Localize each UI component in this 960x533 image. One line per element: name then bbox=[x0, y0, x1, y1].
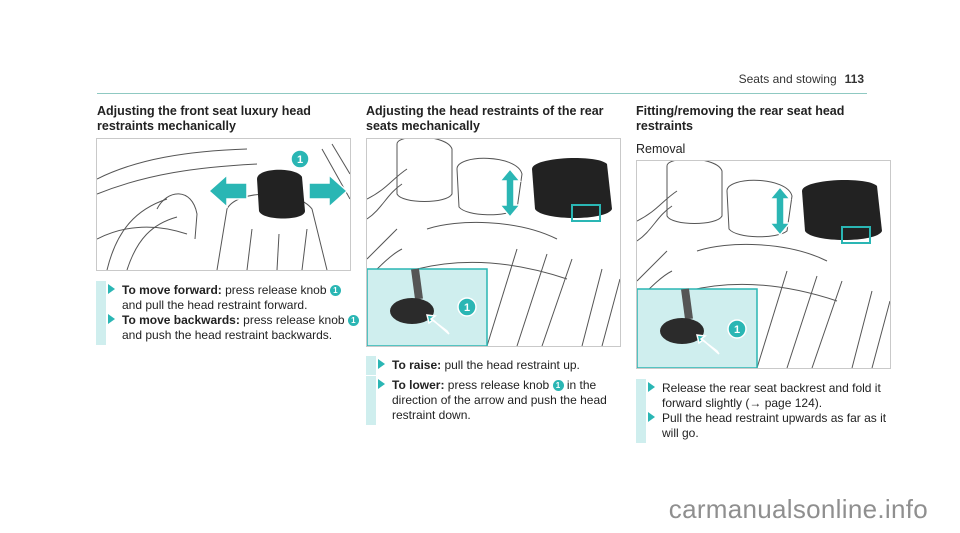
instruction-raise: To raise: pull the head restraint up. bbox=[366, 356, 642, 375]
arrow-forward bbox=[308, 173, 349, 209]
instruction-move-forward: To move forward: press release knob 1 an… bbox=[96, 281, 362, 315]
knob-number-badge: 1 bbox=[347, 315, 359, 326]
instruction-text: press release knob bbox=[444, 378, 553, 392]
instruction-text: and pull the head restraint forward. bbox=[122, 298, 308, 312]
detail-marker bbox=[571, 204, 601, 222]
instruction-bar bbox=[636, 379, 646, 413]
instruction-lead: To raise: bbox=[392, 358, 442, 372]
callout-1 bbox=[457, 297, 477, 317]
page-number: 113 bbox=[844, 72, 864, 86]
instruction-text: pull the head restraint up. bbox=[441, 358, 580, 372]
head-restraint bbox=[257, 169, 305, 219]
instruction-bar bbox=[636, 409, 646, 443]
instruction-bar bbox=[366, 376, 376, 425]
instruction-text: press release knob bbox=[221, 283, 330, 297]
bullet-arrow-icon bbox=[108, 284, 115, 294]
instruction-lead: To lower: bbox=[392, 378, 445, 392]
column-rear-head-restraints: Adjusting the head restraints of the rea… bbox=[366, 104, 606, 134]
instruction-text: Pull the head restraint upwards as far a… bbox=[662, 411, 887, 440]
bullet-arrow-icon bbox=[648, 412, 655, 422]
bullet-arrow-icon bbox=[108, 314, 115, 324]
instruction-release-backrest: Release the rear seat backrest and fold … bbox=[636, 379, 902, 413]
knob-number-badge: 1 bbox=[329, 285, 341, 296]
instruction-text: in the direction of the arrow and push t… bbox=[392, 378, 607, 422]
header-rule bbox=[97, 93, 867, 94]
release-knob bbox=[390, 298, 434, 324]
section-heading: Adjusting the head restraints of the rea… bbox=[366, 104, 604, 133]
cabin-line-art bbox=[97, 143, 350, 270]
instruction-lead: To move backwards: bbox=[122, 313, 240, 327]
restraint-post bbox=[411, 268, 423, 300]
instruction-text: Release the rear seat backrest and fold … bbox=[662, 381, 881, 410]
column-fitting-removing: Fitting/removing the rear seat head rest… bbox=[636, 104, 866, 156]
bullet-arrow-icon bbox=[648, 382, 655, 392]
instruction-bar bbox=[96, 281, 106, 315]
push-arrow bbox=[696, 334, 720, 355]
callout-1 bbox=[290, 149, 310, 169]
instruction-lead: To move forward: bbox=[122, 283, 222, 297]
bullet-arrow-icon bbox=[378, 359, 385, 369]
arrow-up-down bbox=[768, 185, 792, 237]
running-head: Seats and stowing 113 bbox=[739, 72, 864, 86]
knob-number-badge: 1 bbox=[552, 380, 564, 391]
seat-line-art bbox=[637, 161, 890, 368]
instruction-bar bbox=[96, 311, 106, 345]
section-title: Seats and stowing bbox=[738, 72, 837, 86]
callout-1 bbox=[727, 319, 747, 339]
callout-label: 1 bbox=[464, 302, 470, 314]
callout-label: 1 bbox=[734, 324, 740, 336]
restraint-post bbox=[681, 288, 693, 320]
section-subheading: Removal bbox=[636, 142, 686, 156]
figure-front-head-restraint: 1 bbox=[96, 138, 351, 271]
head-restraint bbox=[532, 157, 612, 218]
instruction-bar bbox=[366, 356, 376, 375]
watermark: carmanualsonline.info bbox=[668, 494, 928, 524]
instruction-pull-upwards: Pull the head restraint upwards as far a… bbox=[636, 409, 902, 443]
instruction-lower: To lower: press release knob 1 in the di… bbox=[366, 376, 642, 425]
figure-rear-head-restraint-removal: 1 bbox=[636, 160, 891, 369]
head-restraint bbox=[802, 179, 882, 240]
detail-marker bbox=[841, 226, 871, 244]
bullet-arrow-icon bbox=[378, 379, 385, 389]
instruction-text: and push the head restraint backwards. bbox=[122, 328, 333, 342]
instruction-move-backwards: To move backwards: press release knob 1 … bbox=[96, 311, 362, 345]
seat-line-art bbox=[367, 139, 620, 346]
section-heading: Fitting/removing the rear seat head rest… bbox=[636, 104, 845, 133]
figure-rear-head-restraint: 1 bbox=[366, 138, 621, 347]
arrow-backward bbox=[207, 173, 248, 209]
section-heading: Adjusting the front seat luxury head res… bbox=[97, 104, 311, 133]
arrow-up-down bbox=[498, 167, 522, 219]
release-knob bbox=[660, 318, 704, 344]
column-front-head-restraints: Adjusting the front seat luxury head res… bbox=[97, 104, 337, 134]
push-arrow bbox=[426, 314, 450, 335]
instruction-text: press release knob bbox=[239, 313, 348, 327]
callout-label: 1 bbox=[297, 154, 303, 166]
